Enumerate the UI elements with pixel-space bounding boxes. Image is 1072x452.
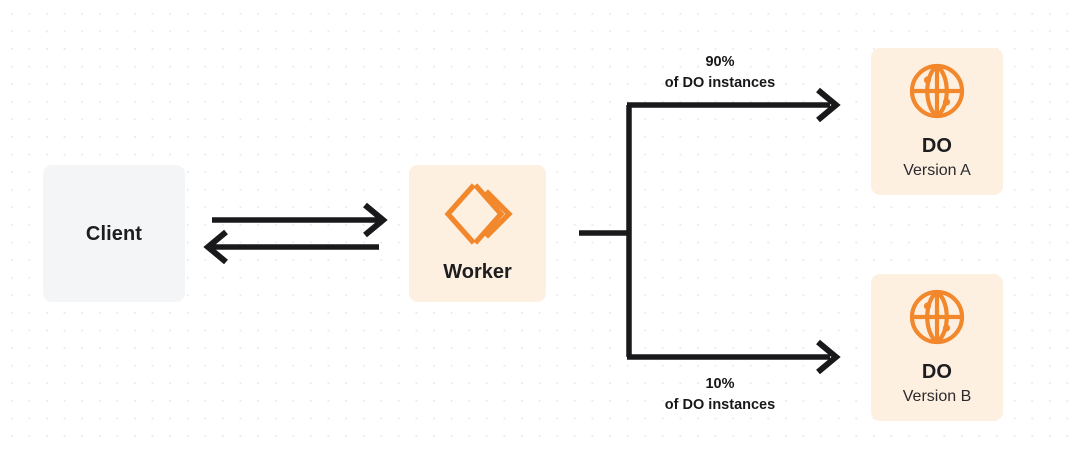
node-do-version-a-title: DO: [921, 134, 953, 157]
edge-label-do-b-caption: of DO instances: [664, 397, 776, 414]
edge-label-do-b-percent: 10%: [705, 376, 735, 392]
arrowhead-to-do-b: [816, 339, 841, 375]
node-do-version-a-labels: DO Version A: [903, 134, 971, 182]
node-client[interactable]: Client: [43, 165, 185, 302]
arrowhead-to-do-a: [816, 87, 841, 123]
cloudflare-workers-icon: [441, 183, 515, 245]
node-do-version-b-subtitle: Version B: [902, 387, 972, 405]
edge-label-do-a-caption: of DO instances: [664, 75, 776, 92]
globe-icon: [908, 62, 966, 134]
node-do-version-a[interactable]: DO Version A: [871, 48, 1003, 195]
edge-label-do-a: 90% of DO instances: [613, 52, 827, 94]
node-do-version-b-labels: DO Version B: [903, 360, 971, 408]
edge-label-do-a-percent: 90%: [705, 54, 735, 70]
node-do-version-b-title: DO: [921, 360, 953, 383]
edge-label-do-b: 10% of DO instances: [613, 374, 827, 416]
globe-icon: [908, 288, 966, 360]
arrowhead-to-worker: [363, 202, 388, 238]
node-client-title: Client: [85, 222, 143, 245]
node-do-version-b[interactable]: DO Version B: [871, 274, 1003, 421]
arrowhead-to-client: [203, 229, 228, 265]
node-do-version-a-subtitle: Version A: [903, 161, 971, 179]
node-worker-title: Worker: [443, 261, 512, 283]
node-worker[interactable]: Worker: [409, 165, 546, 302]
